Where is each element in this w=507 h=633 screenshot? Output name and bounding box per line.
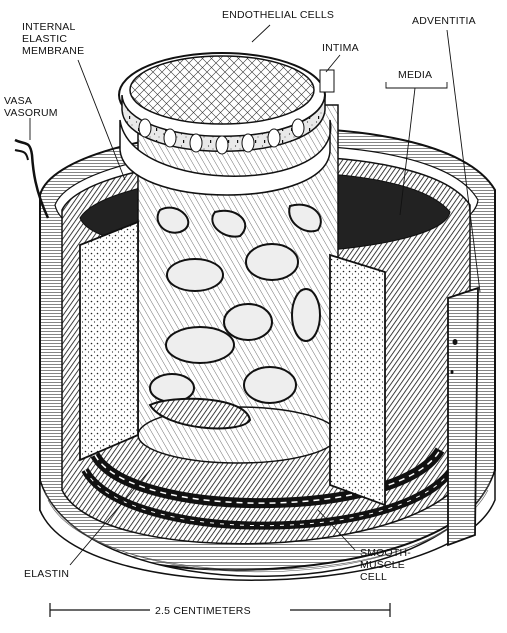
adventitia-slab xyxy=(448,288,478,545)
label-smooth-muscle-cell-2: MUSCLE xyxy=(360,559,405,571)
label-media: MEDIA xyxy=(398,69,432,81)
endothelial-cells-leader xyxy=(252,25,270,42)
label-intima: INTIMA xyxy=(322,42,359,54)
intima-cylinder xyxy=(120,105,338,463)
wall-flap-right xyxy=(330,255,385,505)
label-scale: 2.5 CENTIMETERS xyxy=(155,605,251,617)
label-internal-elastic-membrane-2: ELASTIC xyxy=(22,33,67,45)
label-adventitia: ADVENTITIA xyxy=(412,15,476,27)
label-elastin: ELASTIN xyxy=(24,568,69,580)
label-vasa-vasorum-2: VASORUM xyxy=(4,107,58,119)
label-smooth-muscle-cell-1: SMOOTH- xyxy=(360,547,411,559)
label-vasa-vasorum-1: VASA xyxy=(4,95,32,107)
label-internal-elastic-membrane-1: INTERNAL xyxy=(22,21,76,33)
label-internal-elastic-membrane-3: MEMBRANE xyxy=(22,45,84,57)
label-smooth-muscle-cell-3: CELL xyxy=(360,571,387,583)
label-endothelial-cells: ENDOTHELIAL CELLS xyxy=(222,9,334,21)
media-bracket xyxy=(386,82,447,88)
intima-leader xyxy=(326,55,340,72)
wall-flap-left xyxy=(80,222,138,460)
vasa-vasorum-vessel xyxy=(15,140,48,218)
